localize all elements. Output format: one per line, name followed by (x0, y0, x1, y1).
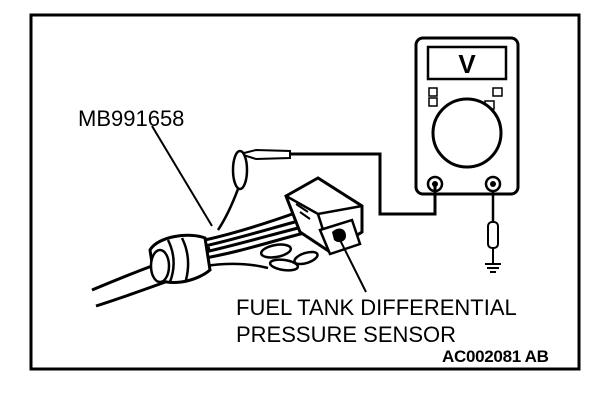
meter-dial (431, 97, 503, 169)
sensor-label: FUEL TANK DIFFERENTIAL PRESSURE SENSOR (236, 294, 517, 348)
tool-leader-line (151, 125, 213, 227)
pressure-sensor (284, 176, 364, 256)
meter-display (426, 45, 508, 81)
figure-code: AC002081 AB (442, 347, 549, 366)
tool-label: MB991658 (78, 106, 185, 131)
sensor-label-line1: FUEL TANK DIFFERENTIAL (236, 295, 517, 320)
probe-clip (216, 148, 291, 231)
sensor-leader-line (337, 235, 367, 293)
sensor-label-line2: PRESSURE SENSOR (236, 322, 457, 347)
meter-lead (290, 152, 437, 216)
test-harness (259, 243, 319, 272)
multimeter: V (414, 36, 520, 196)
ground-probe (485, 191, 501, 273)
meter-display-glyph: V (458, 49, 476, 79)
harness-connector (148, 233, 212, 284)
harness-wires (91, 210, 309, 308)
